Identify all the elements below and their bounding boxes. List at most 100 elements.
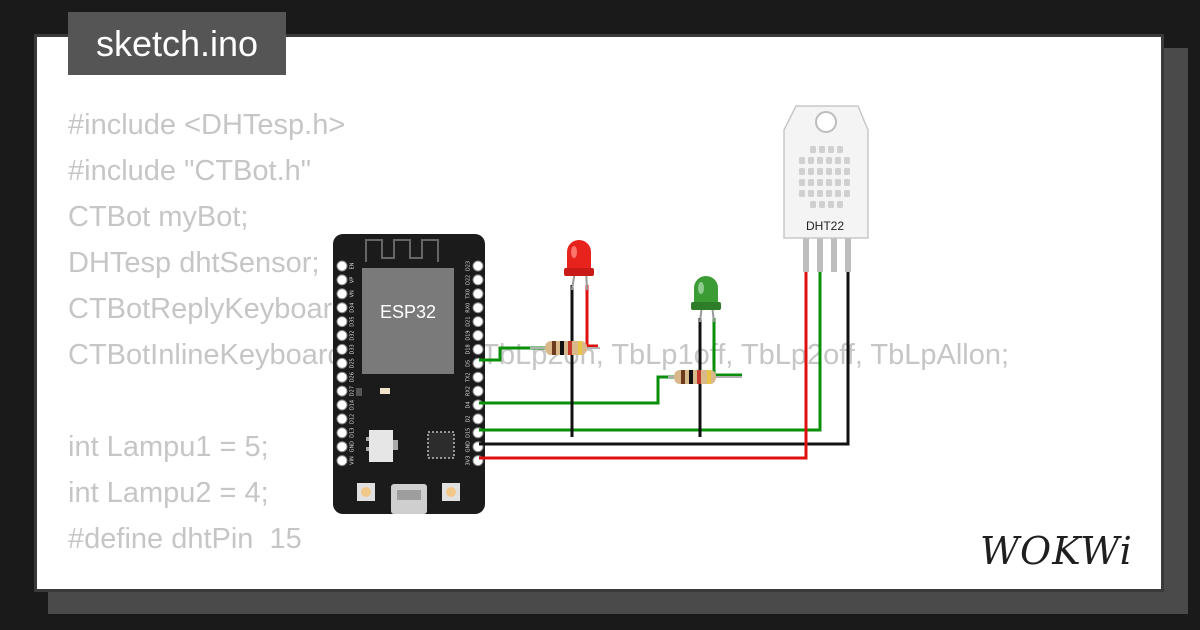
sensor-vent: [844, 190, 850, 197]
sensor-vent: [837, 201, 843, 208]
sensor-vent: [799, 190, 805, 197]
sensor-vent: [837, 146, 843, 153]
right-pin-label: D23: [466, 261, 472, 271]
sensor-vent: [826, 190, 832, 197]
code-line: #define dhtPin 15: [68, 523, 302, 555]
sensor-vent: [826, 179, 832, 186]
left-pin-label: D13: [350, 428, 356, 438]
left-pin-d33[interactable]: [336, 343, 348, 355]
left-pin-label: GND: [350, 441, 356, 453]
dht22-sensor[interactable]: DHT22: [783, 105, 869, 272]
sensor-vent: [799, 179, 805, 186]
right-pin-rx2[interactable]: [472, 385, 484, 397]
sensor-vent: [835, 157, 841, 164]
sensor-vent: [817, 157, 823, 164]
sensor-vent: [835, 168, 841, 175]
left-pin-label: D25: [350, 358, 356, 368]
right-pin-label: D15: [466, 428, 472, 438]
left-pin-gnd[interactable]: [336, 441, 348, 453]
right-pin-d18[interactable]: [472, 343, 484, 355]
sensor-vent: [819, 201, 825, 208]
right-pin-label: TX0: [466, 289, 472, 300]
left-pin-label: D32: [350, 330, 356, 340]
right-pin-label: D21: [466, 316, 472, 326]
left-pin-label: D12: [350, 414, 356, 424]
left-pin-label: D33: [350, 344, 356, 354]
sensor-vent: [835, 179, 841, 186]
left-pin-label: VP: [350, 277, 356, 283]
sensor-vent: [808, 190, 814, 197]
left-pin-d32[interactable]: [336, 330, 348, 341]
wokwi-logo: WOKWi: [980, 529, 1132, 573]
left-pin-label: VN: [350, 290, 356, 297]
wires: [479, 270, 850, 460]
right-pin-label: RX2: [466, 386, 472, 396]
sensor-vent: [817, 190, 823, 197]
left-pin-vp[interactable]: [336, 274, 348, 286]
sensor-vent: [844, 157, 850, 164]
right-pin-d2[interactable]: [472, 413, 484, 425]
right-pin-d21[interactable]: [472, 316, 484, 328]
right-pin-label: 3V3: [466, 456, 472, 466]
code-line: #include "CTBot.h": [68, 155, 312, 187]
red-led[interactable]: [564, 240, 594, 291]
right-pin-label: GND: [466, 441, 472, 453]
resistor-2[interactable]: [668, 370, 742, 384]
left-pin-d25[interactable]: [336, 357, 348, 369]
left-pin-label: VIN: [350, 456, 356, 465]
right-pin-label: D5: [466, 360, 472, 367]
sensor-vent: [799, 157, 805, 164]
sensor-vent: [799, 168, 805, 175]
left-pin-label: D35: [350, 316, 356, 326]
sensor-vent: [808, 157, 814, 164]
sensor-vent: [844, 179, 850, 186]
green-led[interactable]: [691, 276, 721, 323]
pin-labels-left: ENVPVND34D35D32D33D25D26D27D14D12D13GNDV…: [350, 262, 356, 465]
right-pin-label: TX2: [466, 372, 472, 383]
right-pin-rx0[interactable]: [472, 302, 484, 314]
code-line: CTBot myBot;: [68, 201, 249, 233]
sensor-vent: [844, 168, 850, 175]
board-label: ESP32: [380, 302, 436, 322]
right-pin-tx2[interactable]: [472, 371, 484, 383]
sensor-vent: [828, 201, 834, 208]
resistor-1[interactable]: [530, 341, 600, 355]
code-line: int Lampu1 = 5;: [68, 431, 269, 463]
right-pin-d23[interactable]: [472, 260, 484, 272]
left-pin-vin[interactable]: [336, 455, 348, 467]
left-pin-label: D34: [350, 303, 356, 313]
sensor-vent: [819, 146, 825, 153]
esp32-board[interactable]: ESP32 ENVPVND34D35D32D33D25D26D27D14D12D…: [333, 234, 485, 514]
file-tab[interactable]: sketch.ino: [68, 12, 286, 75]
left-pin-d13[interactable]: [336, 427, 348, 439]
left-pin-d34[interactable]: [336, 302, 348, 314]
sensor-vent: [808, 179, 814, 186]
left-pin-vn[interactable]: [336, 288, 348, 300]
right-pin-label: D22: [466, 275, 472, 285]
sensor-vent: [817, 179, 823, 186]
left-pin-d27[interactable]: [336, 385, 348, 397]
sensor-vent: [810, 201, 816, 208]
right-pin-label: RX0: [466, 303, 472, 313]
right-pin-d19[interactable]: [472, 330, 484, 341]
pin-header-left: [336, 260, 348, 467]
left-pin-d26[interactable]: [336, 371, 348, 383]
right-pin-label: D19: [466, 330, 472, 340]
sensor-vent: [835, 190, 841, 197]
right-pin-d22[interactable]: [472, 274, 484, 286]
left-pin-en[interactable]: [336, 260, 348, 272]
pin-labels-right: D23D22TX0RX0D21D19D18D5TX2RX2D4D2D15GND3…: [466, 261, 472, 466]
left-pin-d12[interactable]: [336, 413, 348, 425]
right-pin-tx0[interactable]: [472, 288, 484, 300]
left-pin-label: EN: [350, 262, 356, 269]
code-line: #include <DHTesp.h>: [68, 109, 346, 141]
sensor-vent: [828, 146, 834, 153]
left-pin-d35[interactable]: [336, 316, 348, 328]
left-pin-label: D26: [350, 372, 356, 382]
sensor-vent: [810, 146, 816, 153]
preview-card: [34, 34, 1164, 592]
right-pin-label: D4: [466, 401, 472, 408]
left-pin-d14[interactable]: [336, 399, 348, 411]
sensor-label: DHT22: [806, 219, 844, 233]
